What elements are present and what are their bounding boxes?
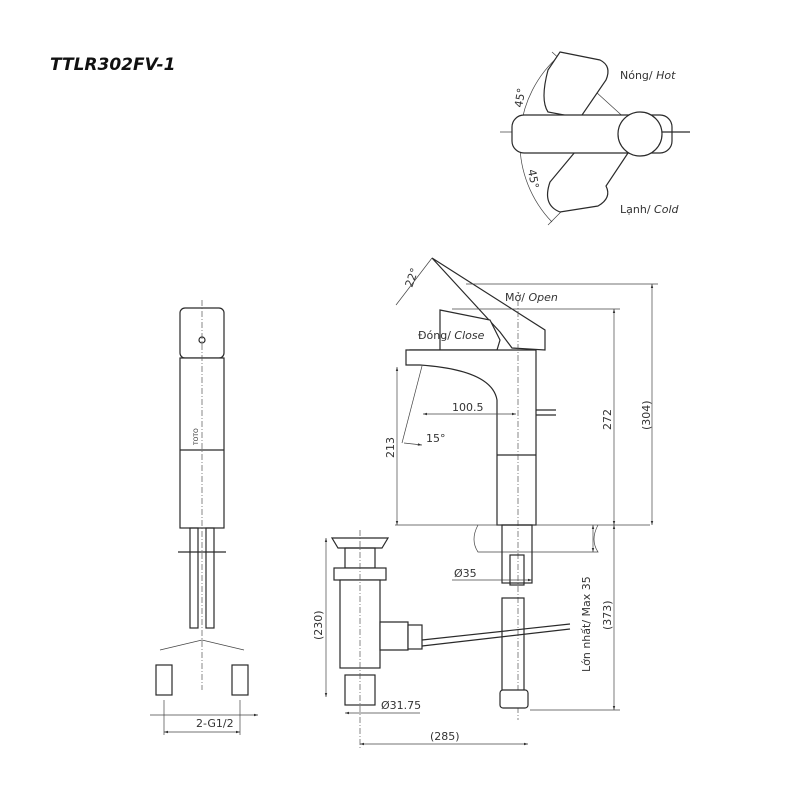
height-373: (373): [601, 600, 614, 630]
close-label: Đóng/ Close: [418, 329, 485, 342]
angle-hot: 45°: [512, 87, 528, 108]
max-thickness: Lớn nhất/ Max 35: [580, 576, 593, 672]
height-272: 272: [601, 409, 614, 430]
cold-label: Lạnh/ Cold: [620, 203, 679, 216]
spout-height: 213: [384, 437, 397, 458]
handle-hot: [543, 51, 609, 119]
spout-angle: 15°: [426, 432, 446, 445]
hot-label: Nóng/ Hot: [620, 69, 676, 82]
drain-height: (230): [312, 610, 325, 640]
handle-cold: [547, 145, 632, 213]
side-view: 22° Mở/ Open Đóng/ Close 15° 100.5 213 2…: [312, 257, 658, 750]
open-angle: 22°: [403, 266, 422, 289]
drain-distance: (285): [430, 730, 460, 743]
model-title: TTLR302FV-1: [50, 55, 175, 75]
open-label: Mở/ Open: [505, 291, 558, 304]
height-304: (304): [640, 400, 653, 430]
spout-reach: 100.5: [452, 401, 484, 414]
cartridge-circle: [617, 111, 663, 157]
brand-logo: TOTO: [193, 428, 200, 446]
angle-cold: 45°: [525, 168, 541, 189]
drain-diameter: Ø31.75: [381, 699, 421, 712]
front-view: TOTO 2-G1/2: [150, 300, 258, 735]
top-view: 45° 45° Nóng/ Hot Lạnh/ Cold: [500, 51, 690, 226]
pipe-diameter: Ø35: [454, 567, 477, 580]
connection-size: 2-G1/2: [196, 717, 234, 730]
